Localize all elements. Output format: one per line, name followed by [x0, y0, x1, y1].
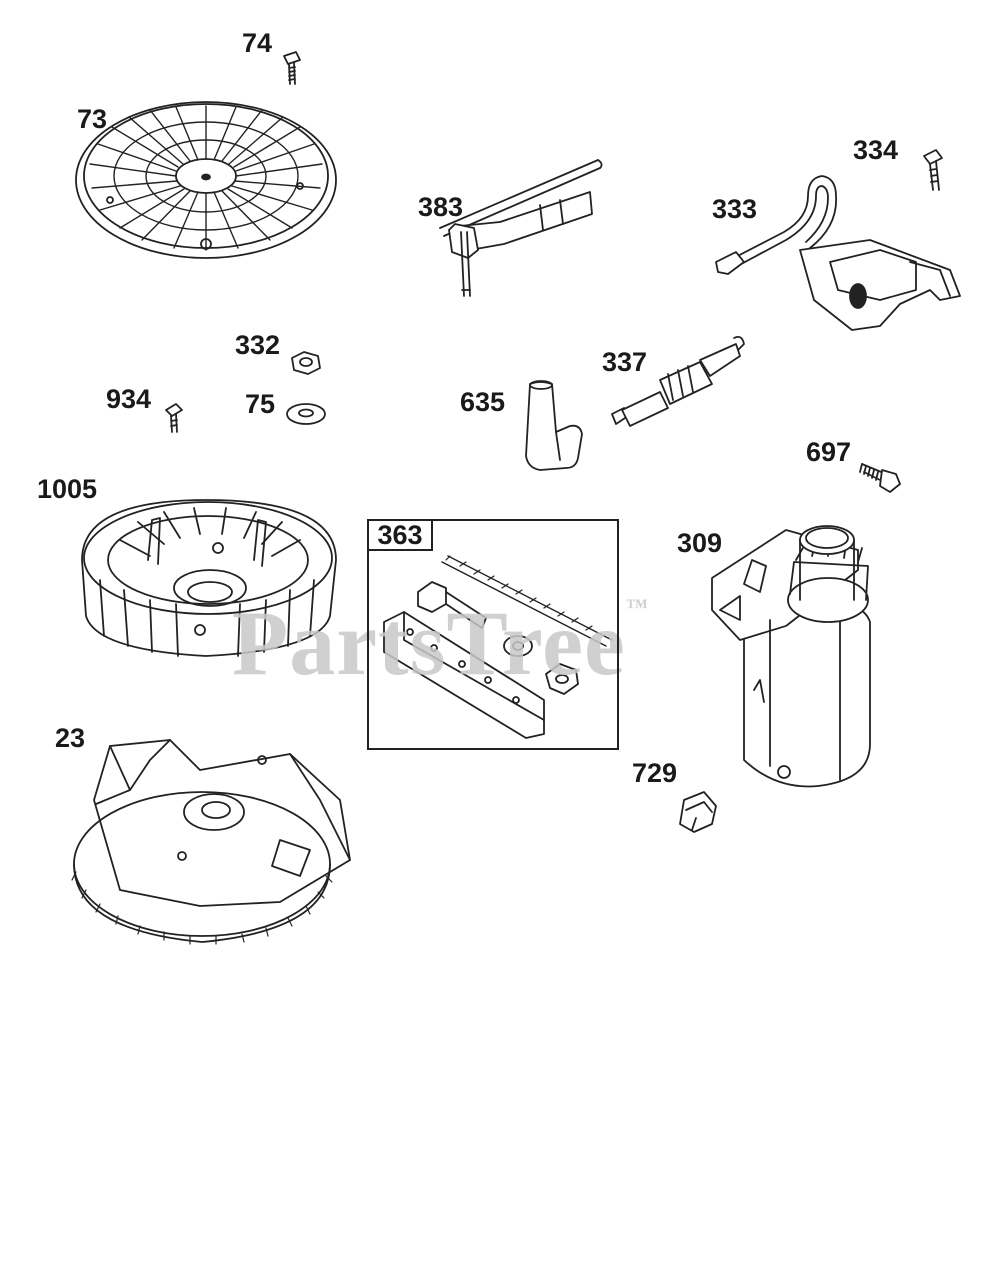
- callout-333: 333: [712, 194, 758, 224]
- callout-332: 332: [235, 330, 281, 360]
- part-337-spark-plug: [611, 335, 745, 427]
- callout-635: 635: [460, 387, 506, 417]
- watermark-text: PartsTree: [232, 592, 626, 694]
- part-332-nut: [291, 351, 321, 375]
- callout-74: 74: [242, 28, 273, 58]
- part-383: [439, 159, 603, 297]
- part-23-flywheel: [71, 739, 351, 945]
- callout-1005: 1005: [37, 474, 98, 504]
- part-729-clip: [679, 791, 717, 833]
- part-334-screw: [923, 149, 943, 191]
- kit-box-363: [367, 519, 619, 750]
- callout-729: 729: [632, 758, 678, 788]
- callout-23: 23: [55, 723, 86, 753]
- kit-label-363: 363: [367, 519, 433, 551]
- callout-697: 697: [806, 437, 852, 467]
- callout-75: 75: [245, 389, 276, 419]
- callout-309: 309: [677, 528, 723, 558]
- part-333-armature: [715, 175, 961, 331]
- trademark-mark: ™: [625, 594, 649, 619]
- part-363-kit: [383, 555, 613, 739]
- callout-934: 934: [106, 384, 152, 414]
- callout-383: 383: [418, 192, 464, 222]
- watermark: PartsTree™: [232, 590, 649, 696]
- part-74-bolt: [283, 51, 301, 85]
- part-635-boot: [525, 380, 583, 471]
- part-309-starter: [711, 525, 871, 788]
- part-697-screw: [859, 463, 901, 493]
- callout-337: 337: [602, 347, 648, 377]
- part-73-screen: [75, 101, 337, 259]
- part-1005-fan: [81, 499, 337, 657]
- callout-334: 334: [853, 135, 899, 165]
- callout-73: 73: [77, 104, 108, 134]
- part-934-bolt: [165, 403, 183, 433]
- part-75-washer: [286, 403, 326, 425]
